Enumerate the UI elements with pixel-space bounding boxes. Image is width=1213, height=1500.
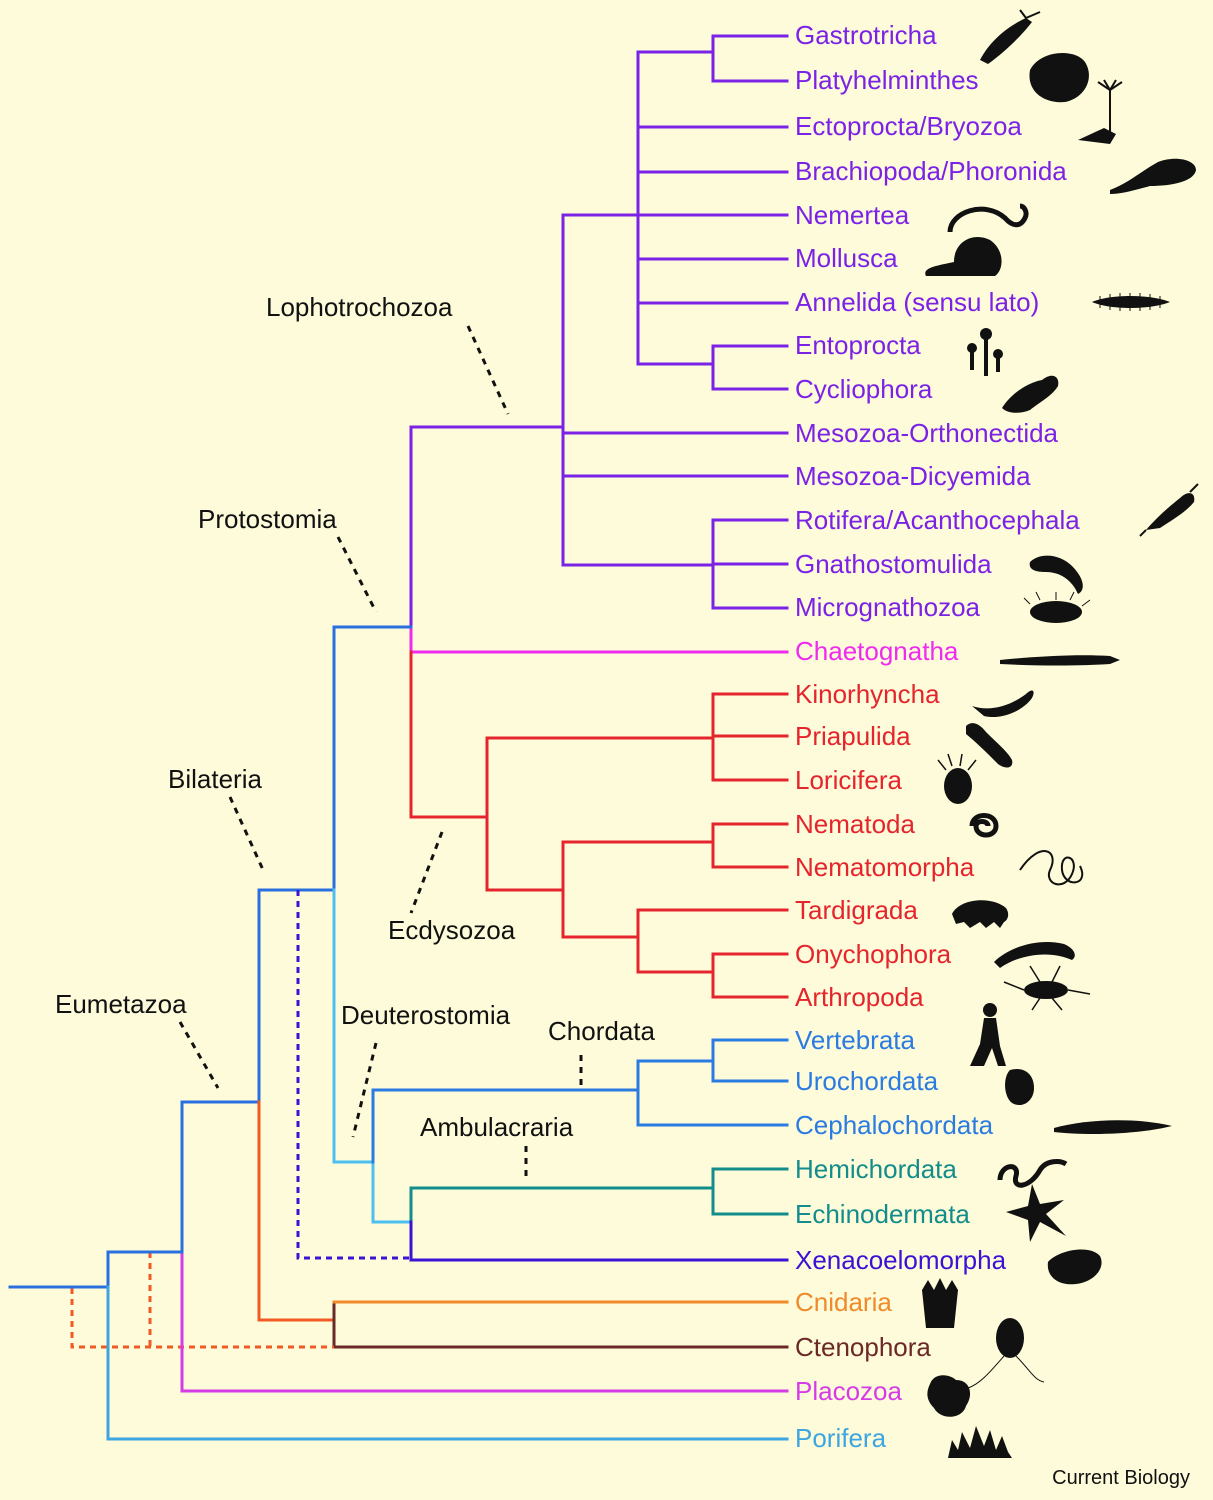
horsehair-worm-outline-icon xyxy=(1019,850,1084,886)
taxon-label-hemichordata: Hemichordata xyxy=(795,1154,957,1184)
cycliophoran-silhouette-icon xyxy=(1002,375,1059,413)
taxon-label-arthropoda: Arthropoda xyxy=(795,982,924,1012)
rotifer-silhouette-icon xyxy=(1139,483,1199,537)
ribbon-worm-silhouette-icon xyxy=(947,203,1029,233)
source-credit: Current Biology xyxy=(1052,1467,1190,1489)
bilateria-branches xyxy=(257,625,411,1260)
taxon-label-chaetognatha: Chaetognatha xyxy=(795,636,959,666)
sponge-silhouette-icon xyxy=(948,1426,1012,1458)
bilateria-leader xyxy=(228,796,266,873)
micrognathozoan-silhouette-icon xyxy=(1023,591,1091,623)
kinorhynch-silhouette-icon xyxy=(972,690,1034,718)
taxon-label-nemertea: Nemertea xyxy=(795,200,910,230)
lophotrochozoa-branches xyxy=(409,34,789,610)
taxon-label-placozoa: Placozoa xyxy=(795,1376,902,1406)
brachiopod-silhouette-icon xyxy=(1110,158,1196,194)
taxon-label-mollusca: Mollusca xyxy=(795,243,898,273)
coiled-nematode-silhouette-icon xyxy=(969,813,999,838)
jaw-worm-silhouette-icon xyxy=(1029,555,1083,594)
ecdysozoa-branches xyxy=(409,692,789,999)
taxon-label-gastrotricha: Gastrotricha xyxy=(795,20,937,50)
taxon-label-dicyemida: Mesozoa-Dicyemida xyxy=(795,461,1031,491)
segmented-worm-silhouette-icon xyxy=(1092,293,1170,311)
taxon-label-tardigrada: Tardigrada xyxy=(795,895,918,925)
taxon-label-ectoprocta: Ectoprocta/Bryozoa xyxy=(795,111,1022,141)
clade-label-lophotrochozoa: Lophotrochozoa xyxy=(266,292,453,322)
insect-silhouette-icon xyxy=(1003,965,1091,1011)
clade-label-bilateria: Bilateria xyxy=(168,764,262,794)
taxon-label-brachiopoda: Brachiopoda/Phoronida xyxy=(795,156,1067,186)
taxon-label-rotifera: Rotifera/Acanthocephala xyxy=(795,505,1080,535)
taxon-label-cnidaria: Cnidaria xyxy=(795,1287,892,1317)
clade-label-ambulacraria: Ambulacraria xyxy=(420,1112,574,1142)
bryozoan-silhouette-icon xyxy=(1078,79,1123,144)
lophotrochozoa-leader xyxy=(466,325,510,415)
placozoan-silhouette-icon xyxy=(927,1375,971,1417)
ecdysozoa-leader xyxy=(409,831,444,914)
starfish-silhouette-icon xyxy=(1006,1184,1066,1242)
taxon-label-onychophora: Onychophora xyxy=(795,939,952,969)
basal-branches xyxy=(8,888,789,1441)
velvet-worm-silhouette-icon xyxy=(994,942,1075,968)
taxon-label-ctenophora: Ctenophora xyxy=(795,1332,931,1362)
clade-label-protostomia: Protostomia xyxy=(198,504,337,534)
taxon-label-gnathostomulida: Gnathostomulida xyxy=(795,549,992,579)
snail-silhouette-icon xyxy=(925,236,1002,276)
clade-label-deuterostomia: Deuterostomia xyxy=(341,1000,511,1030)
taxon-label-nematoda: Nematoda xyxy=(795,809,915,839)
entoproct-silhouette-icon xyxy=(967,328,1003,376)
protostomia-leader xyxy=(336,536,378,613)
human-walking-silhouette-icon xyxy=(970,1003,1006,1066)
gastrotrich-silhouette-icon xyxy=(980,9,1041,64)
taxon-label-orthonectida: Mesozoa-Orthonectida xyxy=(795,418,1059,448)
deuterostomia-branches xyxy=(332,1038,789,1262)
protostomia-branches xyxy=(332,425,789,819)
animal-silhouettes xyxy=(922,9,1199,1458)
taxon-label-vertebrata: Vertebrata xyxy=(795,1025,916,1055)
taxon-label-porifera: Porifera xyxy=(795,1423,887,1453)
eumetazoa-leader xyxy=(178,1021,220,1089)
priapulid-silhouette-icon xyxy=(966,723,1013,768)
lancelet-silhouette-icon xyxy=(1054,1120,1172,1134)
tunicate-silhouette-icon xyxy=(1005,1068,1034,1106)
loriciferan-silhouette-icon xyxy=(937,753,977,804)
taxon-label-loricifera: Loricifera xyxy=(795,765,902,795)
tardigrade-silhouette-icon xyxy=(952,900,1009,928)
acorn-worm-silhouette-icon xyxy=(997,1159,1068,1188)
taxon-label-urochordata: Urochordata xyxy=(795,1066,939,1096)
taxon-labels: Gastrotricha Platyhelminthes Ectoprocta/… xyxy=(795,20,1080,1453)
clade-annotations: Lophotrochozoa Protostomia Bilateria Ecd… xyxy=(55,292,655,1182)
sea-anemone-silhouette-icon xyxy=(922,1278,958,1328)
flatworm-silhouette-icon xyxy=(1029,52,1089,103)
deuterostomia-leader xyxy=(351,1042,378,1138)
taxon-label-micrognathozoa: Micrognathozoa xyxy=(795,592,981,622)
taxon-label-platyhelminthes: Platyhelminthes xyxy=(795,65,979,95)
taxon-label-xenacoelomorpha: Xenacoelomorpha xyxy=(795,1245,1007,1275)
arrow-worm-silhouette-icon xyxy=(1000,655,1120,666)
tree-branches xyxy=(8,34,789,1441)
clade-label-ecdysozoa: Ecdysozoa xyxy=(388,915,516,945)
clade-label-eumetazoa: Eumetazoa xyxy=(55,989,187,1019)
taxon-label-cycliophora: Cycliophora xyxy=(795,374,933,404)
taxon-label-entoprocta: Entoprocta xyxy=(795,330,921,360)
taxon-label-echinodermata: Echinodermata xyxy=(795,1199,970,1229)
acoel-silhouette-icon xyxy=(1047,1249,1102,1285)
taxon-label-nematomorpha: Nematomorpha xyxy=(795,852,975,882)
taxon-label-priapulida: Priapulida xyxy=(795,721,911,751)
comb-jelly-silhouette-icon xyxy=(967,1318,1045,1389)
clade-label-chordata: Chordata xyxy=(548,1016,655,1046)
taxon-label-cephalochordata: Cephalochordata xyxy=(795,1110,994,1140)
taxon-label-annelida: Annelida (sensu lato) xyxy=(795,287,1039,317)
taxon-label-kinorhyncha: Kinorhyncha xyxy=(795,679,940,709)
